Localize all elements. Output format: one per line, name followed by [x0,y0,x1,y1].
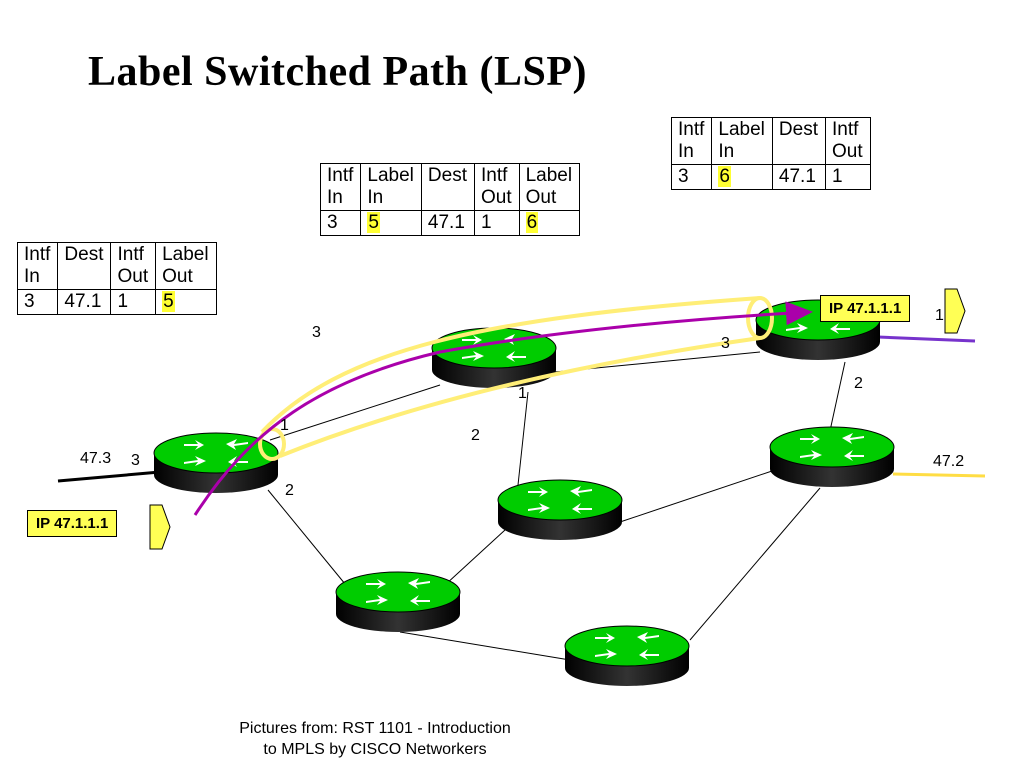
cell-text: Intf [480,165,508,186]
table-cell: 1 [824,164,871,190]
net-label-47-2: 47.2 [933,453,964,470]
egress-packet-label: IP 47.1.1.1 [820,295,911,322]
link-r4-r6 [619,469,776,523]
cell-text: Out [162,266,193,287]
link-r2-r4 [517,391,529,486]
cell-text: Pictures from: RST 1101 - Introduction [239,720,511,737]
intf-label: 2 [285,482,294,499]
ingress-packet-label: IP 47.1.1.1 [27,510,118,537]
table-row: 3 5 47.1 1 6 [319,210,581,236]
link-r6-r7 [689,487,821,641]
router-right [769,426,895,488]
cell-text: Out [480,187,512,208]
table-row: 3 6 47.1 1 [670,164,871,190]
link-47-2 [892,472,986,478]
table-cell: 3 [16,289,59,315]
cell-text: Label [162,244,209,265]
cell-text: In [718,141,735,162]
intf-label: 3 [721,335,730,352]
table-cell: 1 [473,210,520,236]
link-47-3 [57,470,161,483]
router-center [497,479,623,541]
cell-text: In [24,266,40,287]
lsp-path-arrow [193,301,813,516]
cell-text: Intf [327,165,354,186]
link-r1-r2 [269,384,441,441]
router-bottom [564,625,690,687]
cell-text: In [327,187,343,208]
intf-label: 3 [131,452,140,469]
cell-text: Out [831,141,863,162]
cell-text: Out [117,266,149,287]
table-cell: 5 [360,210,422,236]
cell-text: Label [367,165,414,186]
table-cell: 6 [518,210,581,236]
intf-label: 1 [280,417,289,434]
cell-text: Intf [117,244,144,265]
table-cell: 1 [110,289,157,315]
table-cell: 3 [319,210,362,236]
link-r1-r5 [267,489,351,591]
intf-label: 2 [471,427,480,444]
cell-text: to MPLS by CISCO Networkers [263,741,487,758]
cell-text: Label [525,165,573,186]
cell-text: Dest [778,119,818,140]
table-cell: Dest [771,117,826,165]
table-cell: 47.1 [57,289,112,315]
cell-text: Dest [64,244,104,265]
table-cell: 3 [670,164,713,190]
intf-label: 1 [518,385,527,402]
cell-text: Label [718,119,765,140]
intf-label: 2 [854,375,863,392]
packet-arrow-ingress [149,504,171,550]
label-highlight: 6 [718,166,731,187]
table-cell: 47.1 [771,164,826,190]
cell-text: Intf [24,244,51,265]
page-title: Label Switched Path (LSP) [88,49,588,95]
label-highlight: 5 [162,291,175,312]
intf-label: 1 [935,307,944,324]
net-label-47-3: 47.3 [80,450,111,467]
table-cell: 47.1 [420,210,475,236]
table-cell: 5 [155,289,217,315]
cell-text: In [367,187,384,208]
link-r5-r7 [399,631,571,661]
header-dest: Dest [57,242,112,290]
link-47-1 [877,335,976,343]
packet-arrow-egress [944,288,966,334]
caption: Pictures from: RST 1101 - Introduction to… [190,718,560,760]
cell-text: Out [525,187,557,208]
link-r4-r5 [444,529,506,586]
cell-text: Dest [427,165,467,186]
label-highlight: 5 [367,212,380,233]
cell-text: In [678,141,694,162]
cell-text: Intf [831,119,859,140]
table-cell: Dest [420,163,475,211]
intf-label: 3 [312,324,321,341]
table-cell: 6 [711,164,773,190]
router-bottom-left [335,571,461,633]
label-highlight: 6 [525,212,539,233]
table-row: 3 47.1 1 5 [16,289,217,315]
cell-text: Intf [678,119,705,140]
